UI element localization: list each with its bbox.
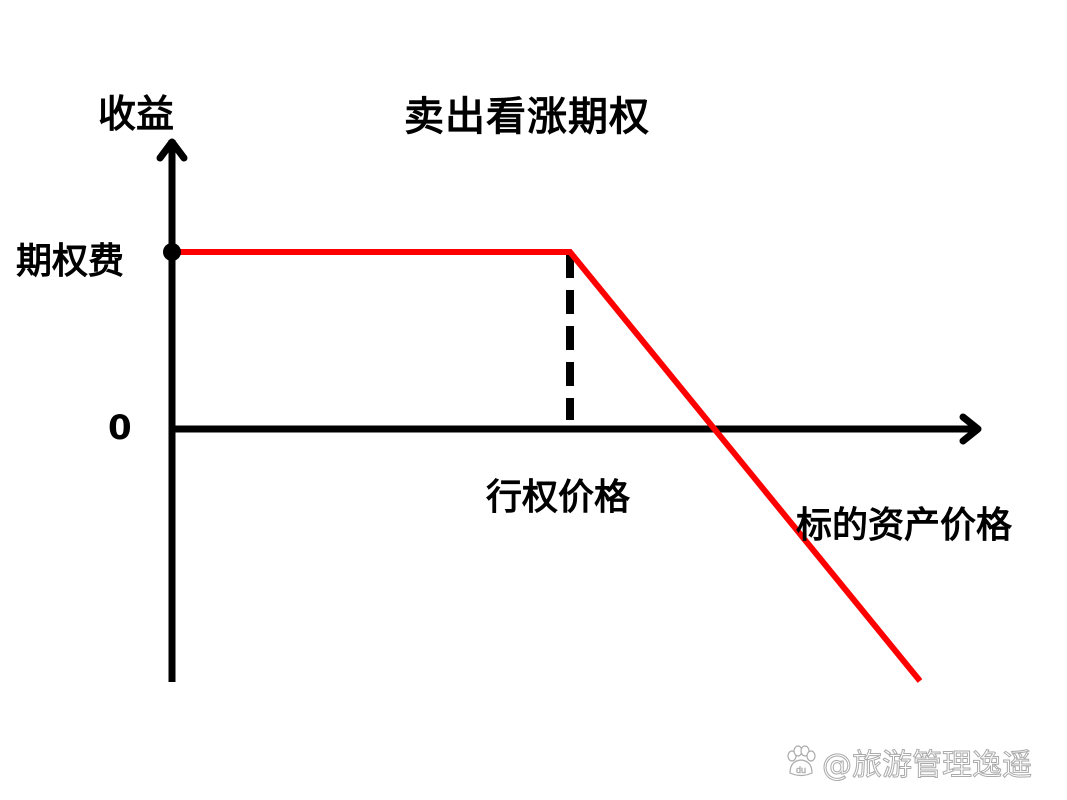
chart-title: 卖出看涨期权 — [404, 94, 650, 140]
watermark-text: @旅游管理逸遥 — [822, 748, 1033, 784]
zero-tick-label: 0 — [108, 408, 132, 448]
payoff-line — [172, 249, 923, 683]
y-axis-arrow-icon — [156, 138, 188, 162]
premium-dot — [163, 243, 181, 261]
strike-price-label: 行权价格 — [486, 477, 631, 518]
baidu-paw-icon: du — [787, 745, 816, 777]
premium-tick-label: 期权费 — [16, 241, 125, 282]
y-axis-label: 收益 — [98, 92, 175, 136]
svg-text:du: du — [796, 765, 806, 775]
x-axis-arrow-icon — [959, 413, 982, 445]
x-axis-label: 标的资产价格 — [796, 505, 1013, 546]
watermark: du @旅游管理逸遥 — [784, 740, 1033, 784]
